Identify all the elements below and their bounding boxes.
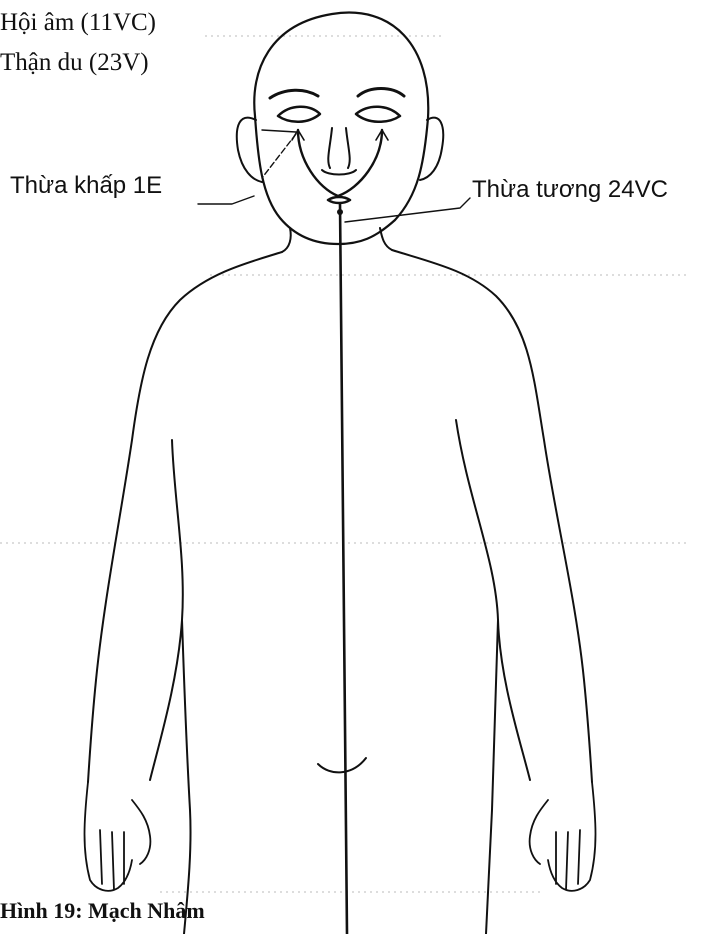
label-than-du: Thận du (23V) [0, 50, 149, 75]
label-thua-khap: Thừa khấp 1E [10, 174, 162, 198]
nose [322, 128, 356, 175]
left-hip-line [182, 620, 191, 934]
right-eyebrow [358, 89, 404, 97]
left-eyebrow [270, 90, 318, 98]
navel [318, 758, 366, 772]
label-thua-tuong: Thừa tương 24VC [472, 178, 668, 202]
neck-left [282, 228, 291, 252]
thua-tuong-point [337, 209, 343, 215]
left-inner-arm [150, 440, 183, 780]
right-eye [356, 107, 400, 122]
right-hip-line [486, 620, 498, 934]
right-hand [530, 782, 596, 891]
ren-meridian-line [340, 204, 347, 934]
figure-caption: Hình 19: Mạch Nhâm [0, 900, 205, 922]
mouth [328, 197, 350, 203]
label-hoi-am: Hội âm (11VC) [0, 10, 156, 35]
left-hand [85, 782, 151, 891]
left-eye [278, 107, 320, 122]
torso-right-outline [392, 250, 592, 782]
right-inner-arm [456, 420, 530, 780]
leader-thua-khap [198, 196, 254, 204]
meridian-face-path [262, 130, 388, 196]
